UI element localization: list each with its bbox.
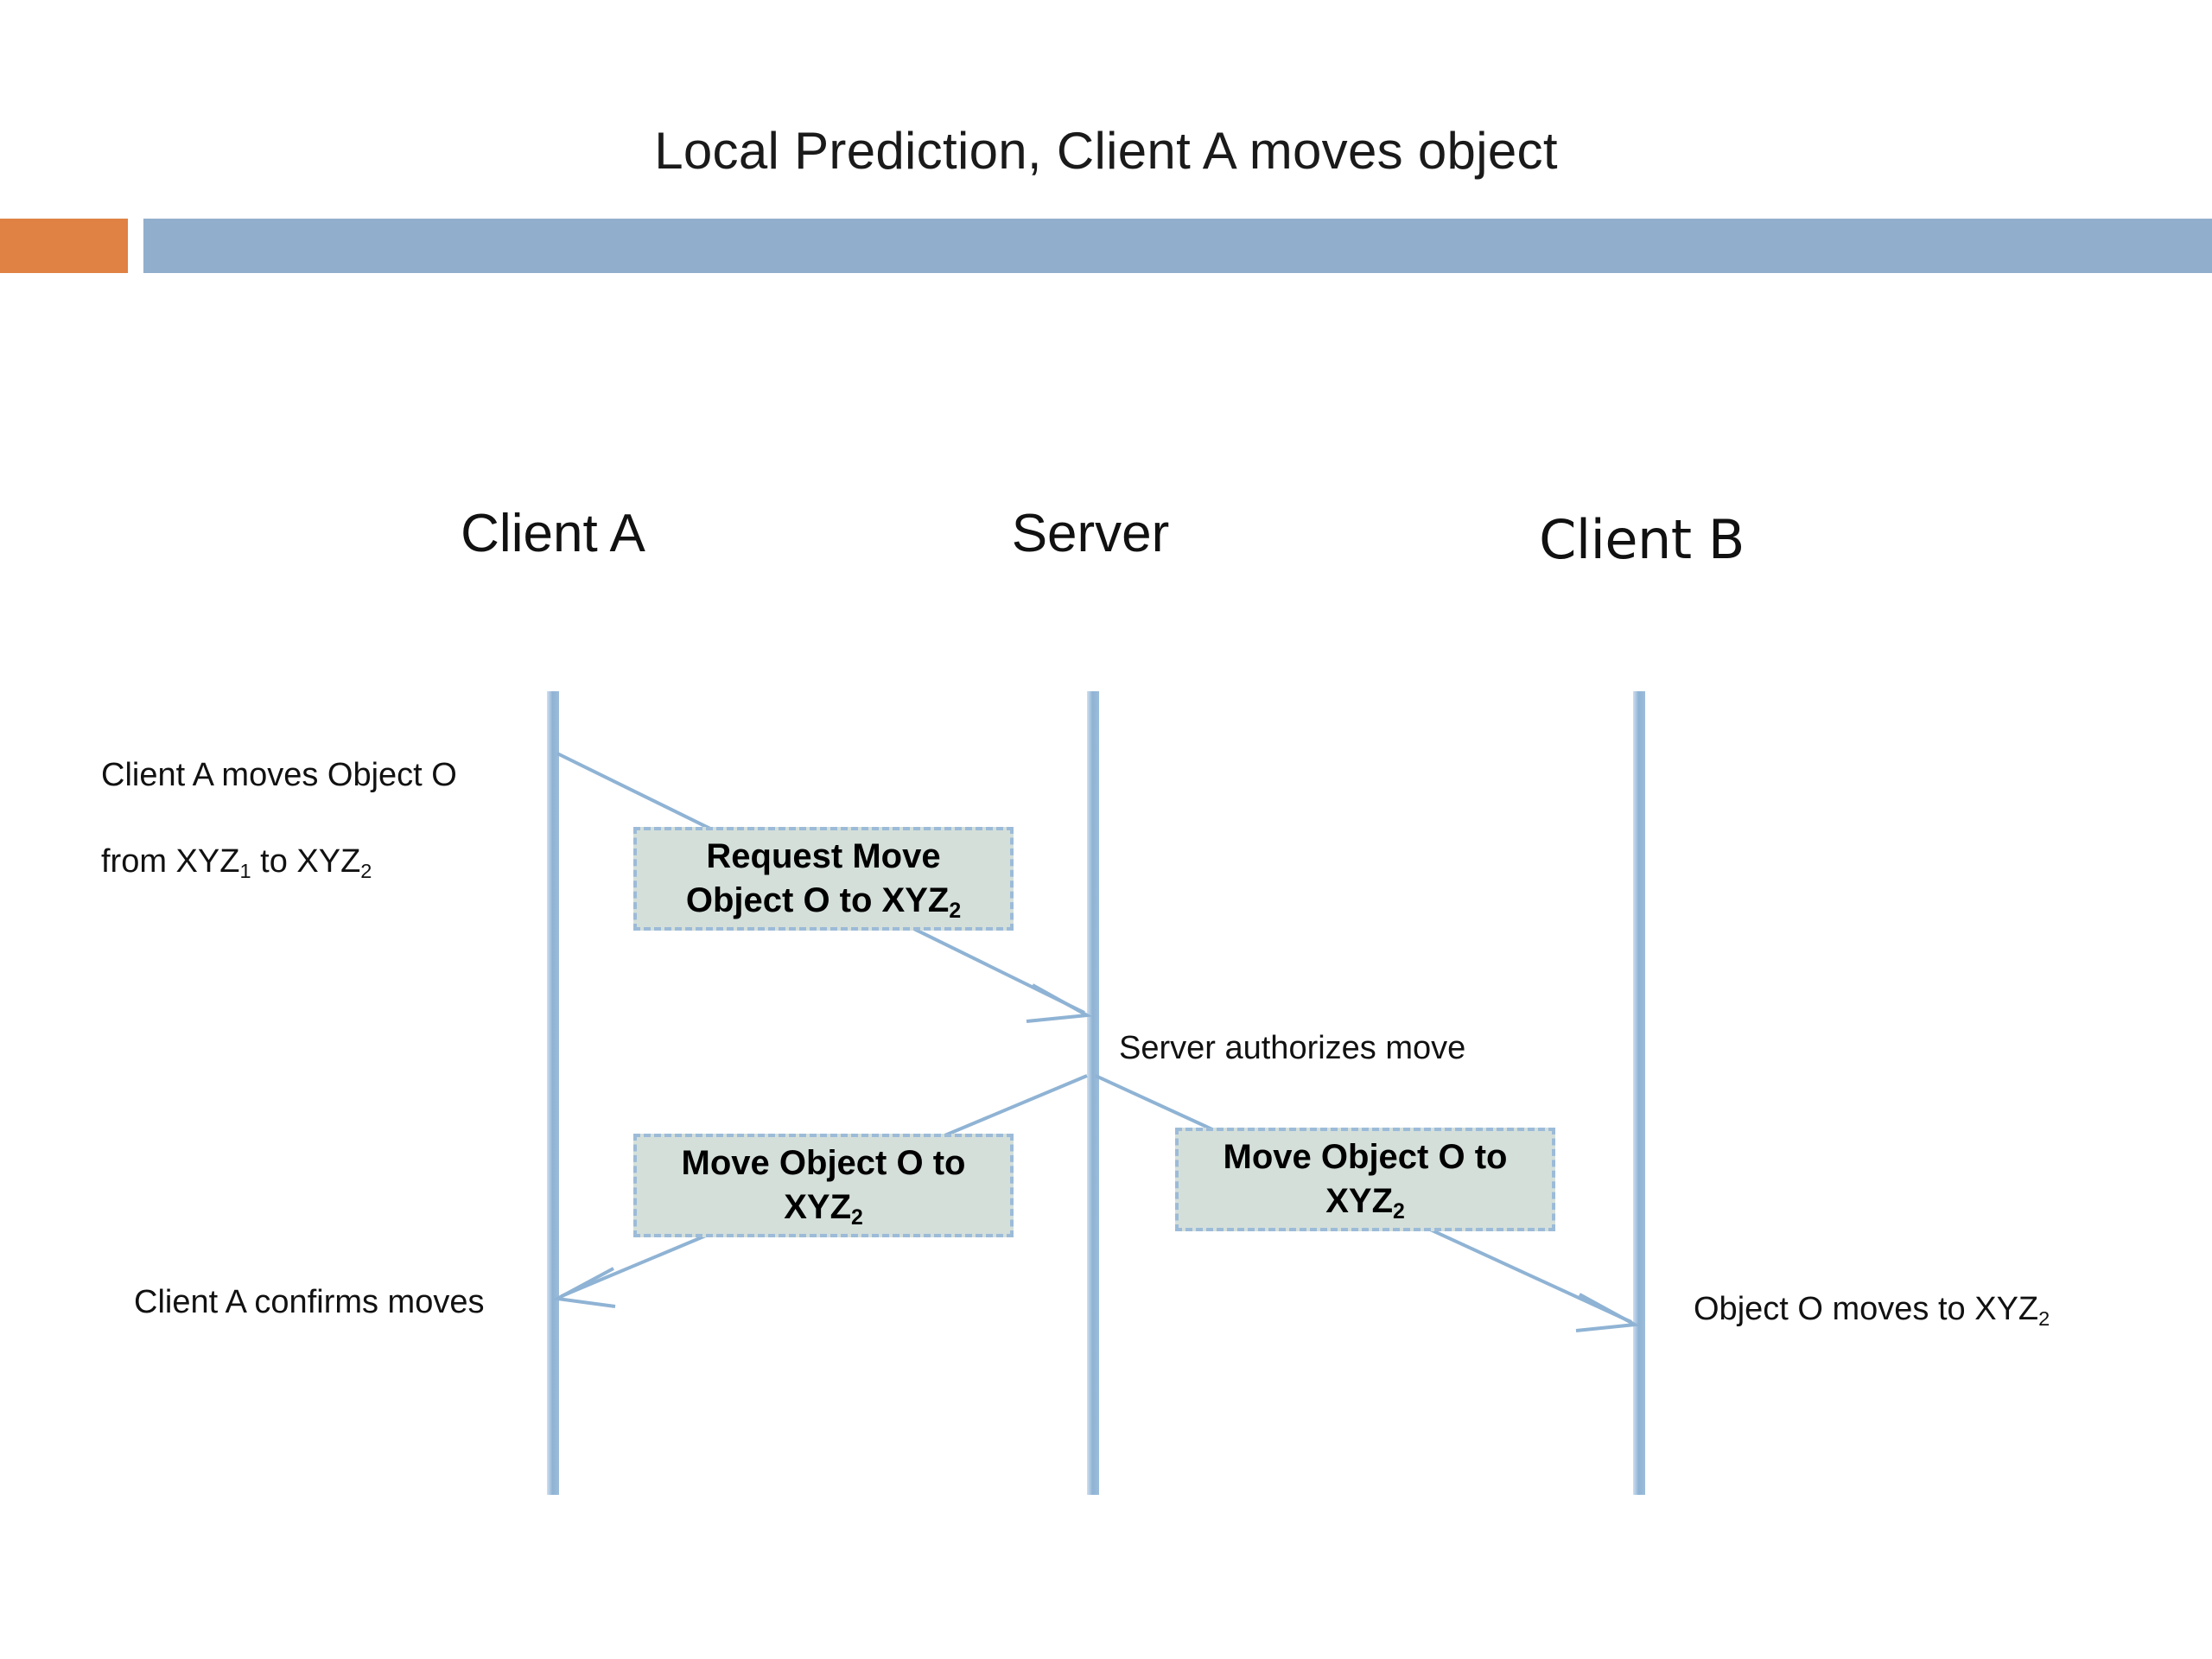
annotation-client-a-moves: Client A moves Object O from XYZ1 to XYZ…: [101, 710, 550, 884]
arrowhead-request-move: [1026, 983, 1093, 1023]
banner-accent-bar: [0, 219, 128, 273]
lifeline-bar-server: [1087, 691, 1099, 1495]
lifeline-header-server: Server: [1011, 504, 1170, 563]
message-line-2-prefix: Object O to XYZ: [685, 881, 950, 919]
annotation-server-authorizes: Server authorizes move: [1119, 1030, 1466, 1066]
page-title: Local Prediction, Client A moves object: [654, 122, 1558, 180]
message-box-move-client-a: Move Object O to XYZ2: [633, 1134, 1014, 1237]
message-box-text: Request Move Object O to XYZ2: [686, 835, 961, 923]
annotation-sub-2: 2: [360, 860, 372, 883]
message-box-move-client-b: Move Object O to XYZ2: [1175, 1128, 1555, 1231]
annotation-client-a-confirms: Client A confirms moves: [134, 1284, 485, 1320]
lifeline-header-client-a: Client A: [461, 504, 645, 563]
message-box-text: Move Object O to XYZ2: [682, 1141, 966, 1230]
annotation-object-o-sub: 2: [2038, 1306, 2050, 1330]
message-sub: 2: [1393, 1199, 1405, 1224]
message-line-2-prefix: XYZ: [1325, 1182, 1393, 1220]
annotation-line-2-prefix: from XYZ: [101, 843, 240, 880]
message-sub: 2: [851, 1205, 863, 1230]
message-line-1: Move Object O to: [681, 1143, 966, 1182]
message-box-request-move: Request Move Object O to XYZ2: [633, 827, 1014, 931]
arrowhead-move-client-b: [1575, 1293, 1641, 1332]
annotation-line-2-mid: to XYZ: [251, 843, 361, 880]
annotation-object-o-prefix: Object O moves to XYZ: [1694, 1291, 2039, 1327]
lifeline-header-client-b: Client B: [1539, 508, 1745, 571]
message-line-1: Request Move: [706, 836, 941, 875]
banner-main-bar: [143, 219, 2212, 273]
message-line-1: Move Object O to: [1223, 1137, 1508, 1176]
annotation-sub-1: 1: [239, 860, 251, 883]
message-box-text: Move Object O to XYZ2: [1224, 1135, 1508, 1224]
message-sub: 2: [949, 899, 962, 923]
arrowhead-move-client-a: [551, 1267, 616, 1308]
annotation-object-o-moves: Object O moves to XYZ2: [1694, 1287, 2177, 1331]
annotation-line-1: Client A moves Object O: [101, 757, 457, 794]
message-line-2-prefix: XYZ: [784, 1188, 851, 1226]
lifeline-bar-client-b: [1633, 691, 1645, 1495]
